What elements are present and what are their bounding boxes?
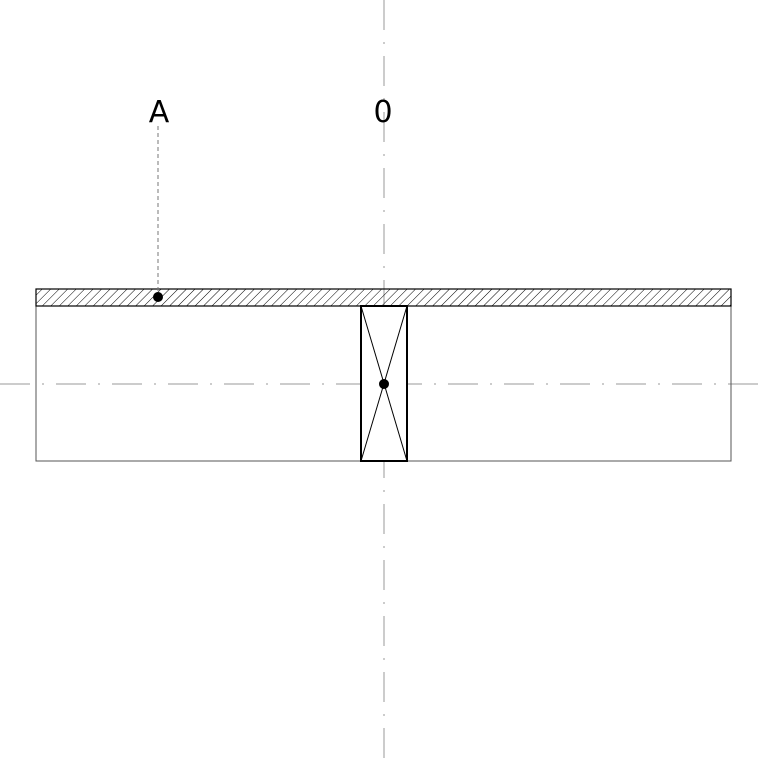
point-a-label: A [149,95,170,130]
point-a-marker [153,292,163,302]
hatched-plate [35,288,732,307]
origin-label: 0 [373,95,392,130]
origin-marker [379,379,389,389]
